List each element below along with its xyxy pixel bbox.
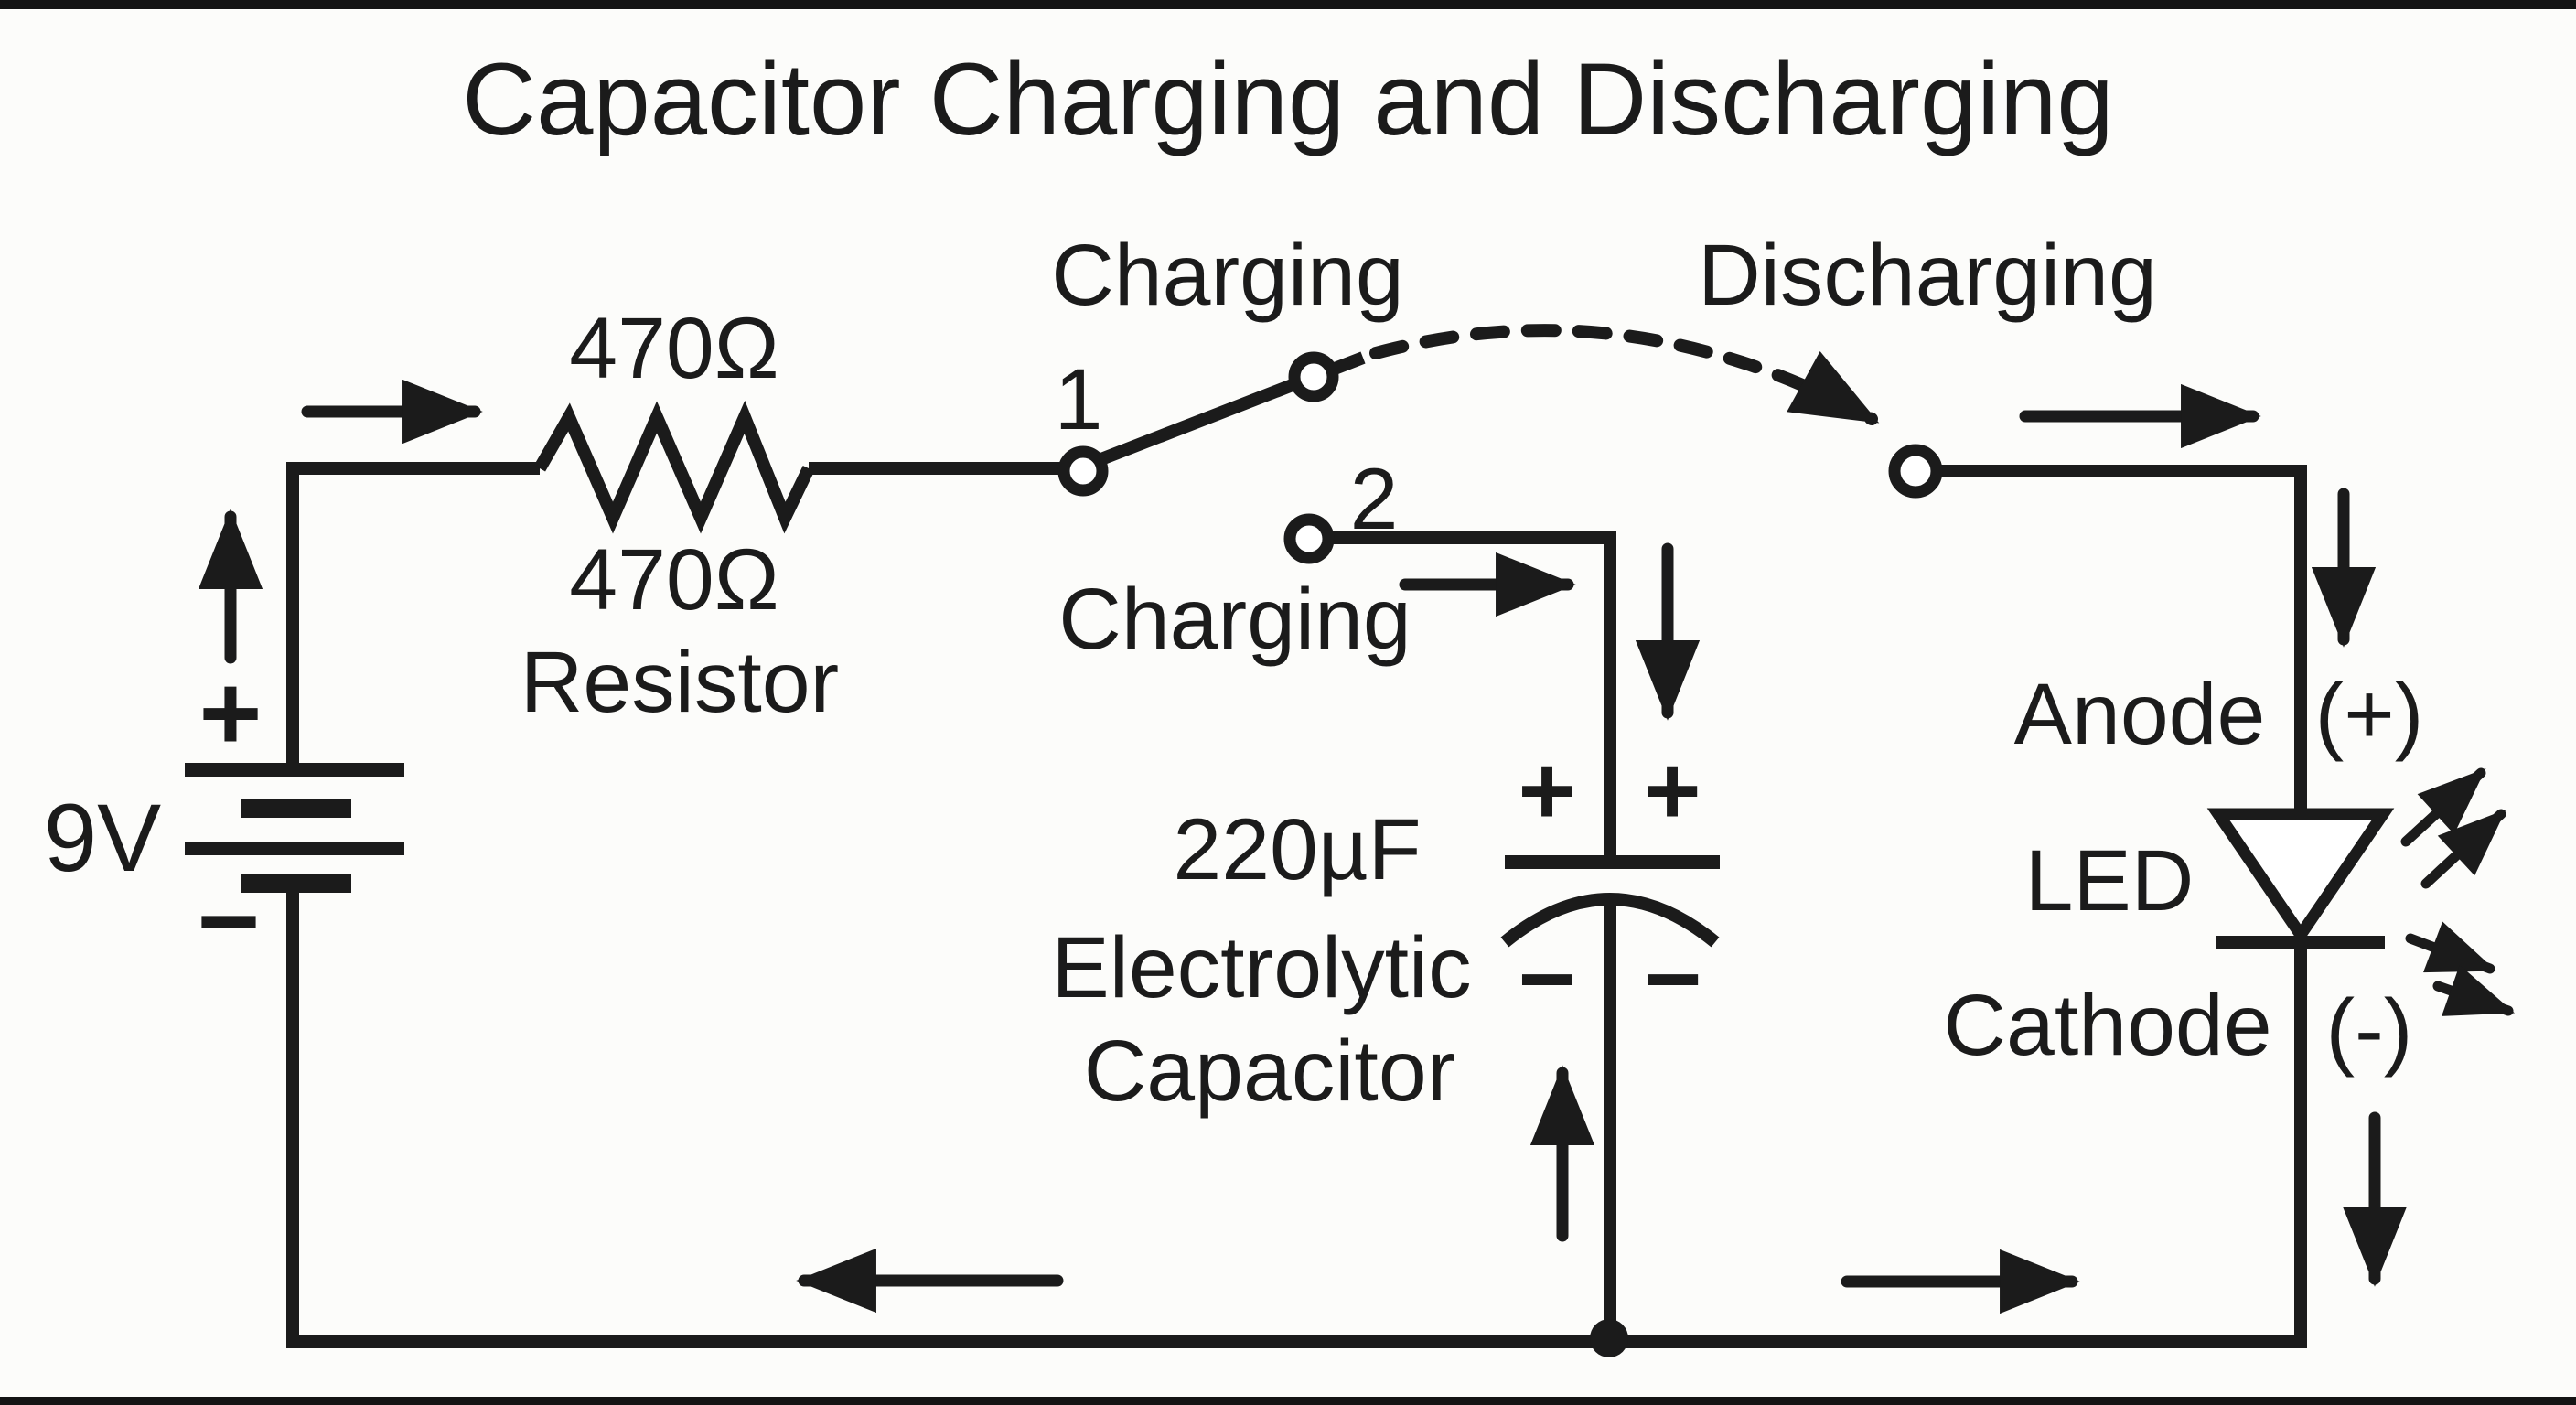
wire-contact2-to-capacitor [1331,531,1616,860]
led-cathode-polarity: (-) [2326,981,2413,1078]
switch-position-1-label: 1 [1055,351,1103,448]
scan-border-bottom [0,1397,2576,1405]
page-title: Capacitor Charging and Discharging [462,42,2113,156]
battery-plate-long-1 [185,763,404,777]
resistor-value-label-below: 470Ω [569,531,779,628]
led-light-rays [2400,767,2516,1016]
switch-pole-contact [1057,445,1109,497]
capacitor-minus-left: − [1518,923,1575,1034]
battery-plate-short-2 [242,874,351,893]
capacitor-name-line-1: Electrolytic [1051,919,1471,1016]
battery-plate-short-1 [242,799,351,818]
capacitor-plate-top [1505,855,1720,869]
capacitor-plate-curved [1500,893,1720,948]
battery-minus-label: − [198,861,261,981]
scan-border-top [0,0,2576,9]
current-flow-arrows [198,379,2408,1314]
light-ray-icon [2405,921,2496,974]
capacitor-minus-right: − [1644,923,1701,1034]
resistor-name-label: Resistor [521,634,839,731]
capacitor-name-line-2: Capacitor [1084,1023,1456,1120]
switch-position-2-label: 2 [1350,451,1399,548]
wire-bottom-return [286,884,2307,1348]
led-cathode-label: Cathode [1943,977,2271,1074]
wire-discharge-to-led [1939,465,2307,820]
light-ray-icon [2432,964,2516,1016]
resistor-value-label: 470Ω [569,300,779,397]
switch-discharging-label: Discharging [1698,227,2157,324]
switch-discharge-contact [1888,444,1943,499]
junction-dot [1590,1319,1628,1357]
battery-symbol [185,763,404,893]
capacitor-plus-right: + [1643,735,1701,845]
switch-symbol [1057,324,1943,564]
led-name-label: LED [2025,832,2195,929]
led-triangle [2206,808,2395,946]
capacitor-symbol [1500,855,1720,948]
switch-contact-2 [1283,513,1335,564]
capacitor-charging-label: Charging [1058,571,1411,668]
switch-charging-label: Charging [1051,227,1404,324]
battery-plus-label: + [199,653,263,774]
resistor-zigzag [533,400,815,534]
led-anode-polarity: (+) [2315,666,2424,763]
capacitor-value-label: 220µF [1173,801,1421,898]
light-ray-icon [2420,809,2506,889]
led-cathode-bar [2216,936,2385,949]
switch-throw-arc [1369,324,1880,425]
wire-top-left [286,462,540,776]
circuit-wires [286,400,2307,1348]
battery-plate-long-2 [185,842,404,855]
led-symbol [2206,767,2516,1016]
led-anode-label: Anode [2014,666,2266,763]
capacitor-plus-left: + [1518,735,1575,845]
battery-voltage-label: 9V [44,785,161,892]
switch-contact-1 [1288,351,1339,402]
light-ray-icon [2400,767,2486,847]
